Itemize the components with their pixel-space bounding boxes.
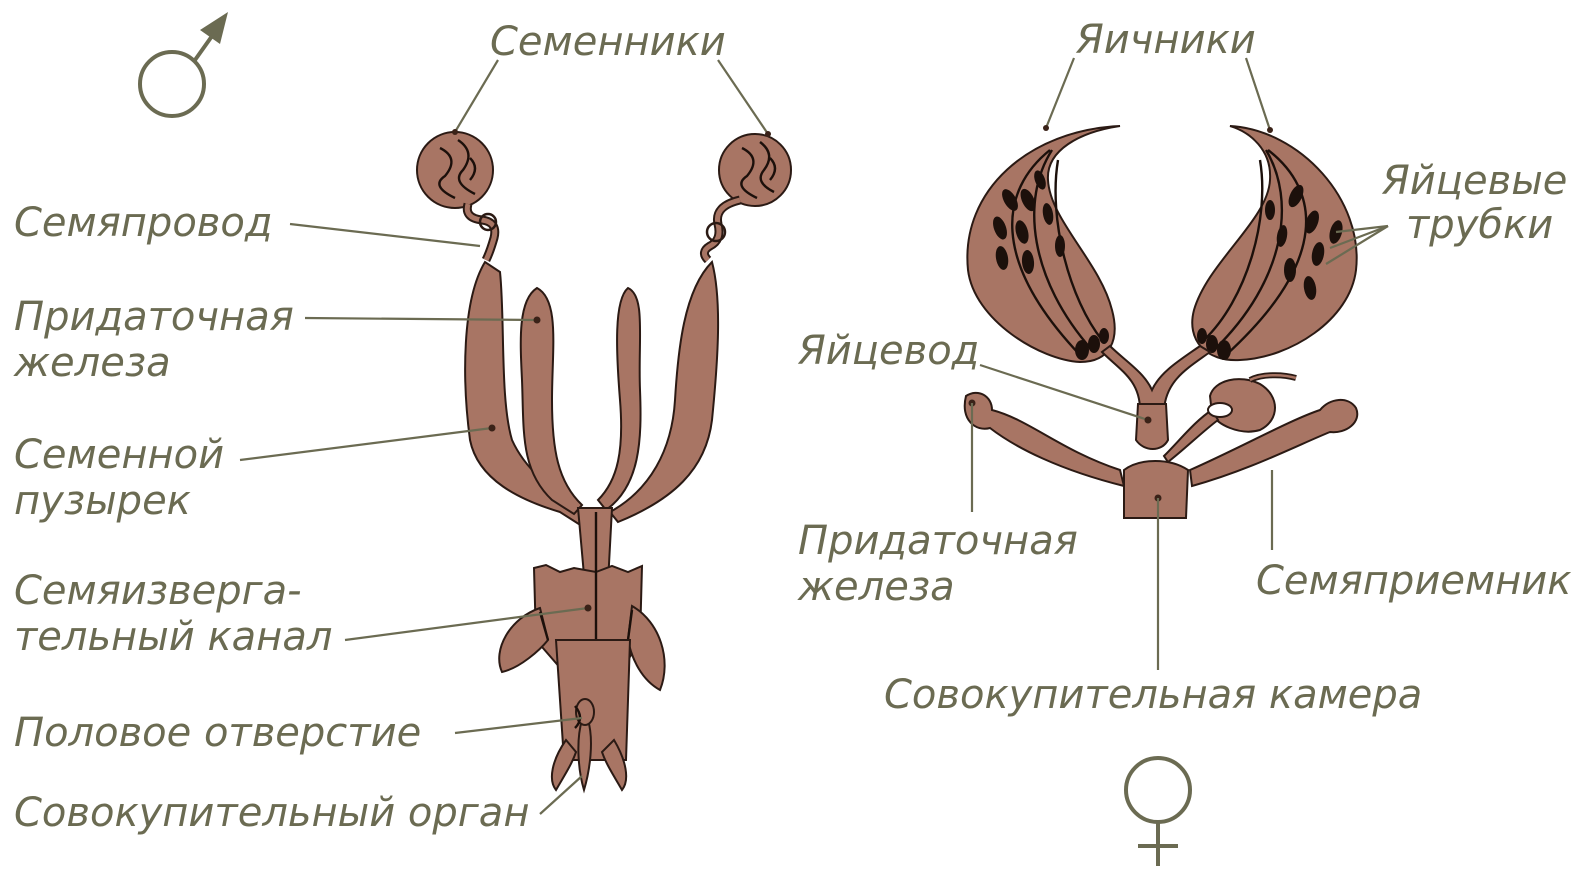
label-ovarioles-line2: трубки: [1406, 202, 1553, 248]
label-accessory-gland-line1: Придаточная: [14, 294, 294, 340]
male-testis-right: [719, 134, 791, 206]
label-ovaries: Яичники: [1075, 17, 1256, 63]
label-spermatheca: Семяприемник: [1256, 558, 1571, 604]
male-vas-deferens-left: [467, 204, 496, 260]
label-accessory-gland-line2: железа: [13, 340, 171, 386]
label-bursa-copulatrix: Совокупительная камера: [884, 672, 1422, 718]
female-symbol-icon: [1126, 758, 1190, 866]
label-ejaculatory-duct-line1: Семяизверга-: [14, 568, 302, 614]
female-ovary-right: [1192, 126, 1356, 360]
male-ducts-and-glands: [465, 262, 718, 790]
label-seminal-vesicle-line1: Семенной: [14, 432, 224, 478]
label-ejaculatory-duct-line2: тельный канал: [14, 614, 332, 660]
label-female-accessory-gland-line1: Придаточная: [798, 518, 1078, 564]
female-reproductive-system: Яичники Яйцевые трубки Яйцевод Придаточн…: [797, 17, 1571, 866]
label-seminal-vesicle-line2: пузырек: [14, 478, 191, 524]
label-female-accessory-gland-line2: железа: [797, 564, 955, 610]
label-copulatory-organ: Совокупительный орган: [14, 790, 529, 836]
label-genital-opening: Половое отверстие: [14, 710, 421, 756]
label-testes: Семенники: [490, 19, 726, 65]
male-vas-deferens-right: [704, 200, 740, 260]
label-oviduct: Яйцевод: [797, 328, 979, 374]
male-testis-left: [417, 132, 493, 208]
male-symbol-icon: [140, 12, 228, 116]
female-ovary-left: [967, 126, 1120, 362]
female-bursa-copulatrix: [1124, 461, 1188, 518]
label-ovarioles-line1: Яйцевые: [1381, 158, 1567, 204]
label-vas-deferens: Семяпровод: [14, 200, 273, 246]
male-reproductive-system: Семенники Семяпровод Придаточная железа …: [13, 12, 791, 836]
